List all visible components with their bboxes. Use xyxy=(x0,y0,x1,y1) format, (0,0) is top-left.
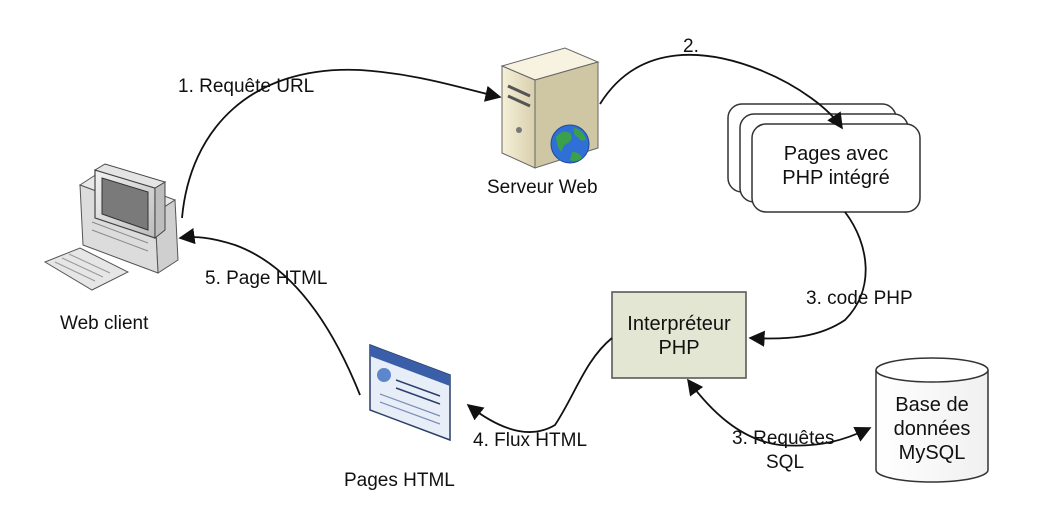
php-pages-line2: PHP intégré xyxy=(782,167,890,189)
globe-icon xyxy=(550,124,590,164)
arrow-php-code xyxy=(748,211,867,347)
label-sql-requests-line1: 3. Requêtes xyxy=(732,428,835,449)
label-sql-requests-line2: SQL xyxy=(766,452,805,473)
label-html-pages: Pages HTML xyxy=(344,470,455,491)
label-php-code: 3. code PHP xyxy=(806,288,913,309)
database-line3: MySQL xyxy=(898,442,966,464)
interpreter-title: Interpréteur PHP xyxy=(612,312,746,360)
desktop-computer-icon xyxy=(43,163,179,291)
label-step2: 2. xyxy=(683,36,699,57)
php-pages-line1: Pages avec xyxy=(783,143,889,165)
interpreter-line1: Interpréteur xyxy=(627,313,731,335)
database-line1: Base de xyxy=(895,394,969,416)
label-html-flow: 4. Flux HTML xyxy=(473,430,588,451)
label-html-page: 5. Page HTML xyxy=(205,268,328,289)
document-stack-icon xyxy=(727,103,921,213)
label-web-client: Web client xyxy=(60,313,149,334)
arrow-step2 xyxy=(599,53,843,130)
interpreter-line2: PHP xyxy=(658,337,700,359)
label-url-request: 1. Requête URL xyxy=(178,76,315,97)
database-title: Base de données MySQL xyxy=(876,393,988,465)
arrow-sql-requests xyxy=(687,378,872,447)
database-cylinder-icon xyxy=(875,357,989,483)
arrow-html-flow xyxy=(466,337,613,433)
arrow-url-request xyxy=(181,68,502,219)
arrow-html-page xyxy=(178,228,361,396)
webpage-icon xyxy=(369,343,451,442)
database-line2: données xyxy=(893,418,971,440)
interpreter-box xyxy=(611,291,747,379)
php-pages-title: Pages avec PHP intégré xyxy=(752,142,920,190)
label-web-server: Serveur Web xyxy=(487,177,598,198)
